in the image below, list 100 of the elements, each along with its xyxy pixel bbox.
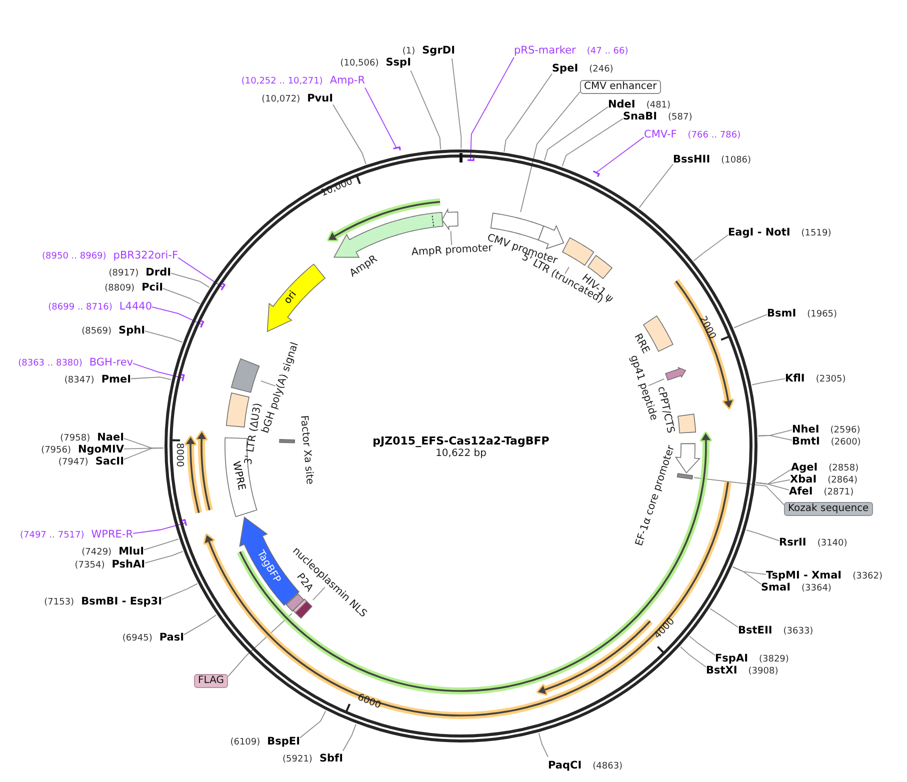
cut-position: (2600) <box>830 438 861 448</box>
primer-name: L4440 <box>119 300 152 312</box>
leader-line <box>162 583 198 600</box>
leader-line <box>152 306 202 326</box>
enzyme-name: EagI - NotI <box>728 226 790 238</box>
enzyme-name: FspAI <box>715 652 748 664</box>
scale-label: 2000 <box>696 314 718 342</box>
leader-line <box>300 710 326 738</box>
enzyme-name: PasI <box>159 632 184 644</box>
leader-line <box>694 477 784 506</box>
plasmid-size: 10,622 bp <box>436 448 486 460</box>
enzyme-name: PmeI <box>101 374 131 386</box>
primer-name: pRS-marker <box>514 44 576 56</box>
feature-box <box>676 413 697 435</box>
enzyme-name: SgrDI <box>422 44 455 56</box>
enzyme-name: AgeI <box>791 462 818 474</box>
cut-position: (7429) <box>82 548 112 558</box>
enzyme-name: BstEII <box>738 624 772 636</box>
cut-position: (2305) <box>816 374 846 384</box>
cut-position: (587) <box>668 112 692 122</box>
leader-line <box>452 58 462 149</box>
cut-position: (6945) <box>122 634 152 644</box>
leader-line <box>228 612 292 677</box>
enzyme-name: TspMI - XmaI <box>766 570 842 582</box>
leader-line <box>364 87 397 148</box>
enzyme-name: XbaI <box>790 474 817 486</box>
enzyme-name: BmtI <box>792 436 820 448</box>
feature-block <box>664 366 687 382</box>
enzyme-name: RsrII <box>779 536 806 548</box>
cut-position: (2858) <box>828 464 859 474</box>
leader-line <box>756 482 790 490</box>
feature-tag: FLAG <box>194 674 228 688</box>
feature-tag: CMV enhancer <box>580 80 661 94</box>
leader-line <box>758 435 792 441</box>
cut-position: (1086) <box>721 156 752 166</box>
enzyme-name: SnaBI <box>623 110 658 122</box>
cut-position: (8917) <box>108 268 139 278</box>
leader-line <box>470 56 514 161</box>
cut-position: (7153) <box>44 598 74 608</box>
feature-bar <box>676 472 694 481</box>
leader-line <box>144 330 183 343</box>
cut-position: (10,506) <box>340 58 379 68</box>
leader-line <box>184 614 217 636</box>
enzyme-name: PvuI <box>307 92 333 104</box>
enzyme-name: BsmBI - Esp3I <box>81 596 162 608</box>
leader-line <box>124 438 164 449</box>
leader-line <box>260 380 276 386</box>
primer-position: (8363 .. 8380) <box>18 358 82 368</box>
leader-line <box>648 378 664 386</box>
cut-position: (7956) <box>41 446 71 456</box>
cut-position: (8347) <box>64 376 94 386</box>
enzyme-name: BspEI <box>267 736 300 748</box>
leader-line <box>504 73 552 152</box>
leader-line <box>689 636 716 656</box>
feature-label: RRE <box>630 332 652 356</box>
cut-position: (2864) <box>828 476 858 486</box>
enzyme-name: BstXI <box>706 664 738 676</box>
primer-name: pBR322ori-F <box>113 250 178 262</box>
leader-line <box>144 538 179 550</box>
feature-bar <box>278 438 296 444</box>
cut-position: (8569) <box>82 326 112 336</box>
leader-line <box>596 136 644 174</box>
feature-block <box>266 263 327 333</box>
primer-name: CMV-F <box>644 128 677 140</box>
primer-position: (7497 .. 7517) <box>20 530 84 540</box>
primer-position: (47 .. 66) <box>586 46 628 56</box>
cut-position: (7947) <box>58 458 88 468</box>
enzyme-name: SphI <box>118 324 145 336</box>
feature-tag: Kozak sequence <box>784 502 873 516</box>
cut-position: (1) <box>402 46 416 56</box>
leader-line <box>562 118 624 167</box>
cut-position: (7354) <box>74 560 105 570</box>
enzyme-name: PaqCI <box>548 760 582 772</box>
enzyme-name: MluI <box>118 546 144 558</box>
cut-position: (246) <box>589 64 614 74</box>
enzyme-name: PshAI <box>112 558 145 570</box>
cut-position: (10,072) <box>262 94 300 104</box>
leader-line <box>170 272 210 288</box>
feature-label: cPPT/CTS <box>655 386 676 434</box>
cut-position: (3362) <box>852 572 883 582</box>
enzyme-name: KflI <box>785 372 805 384</box>
feature-label: AmpR promoter <box>411 242 493 260</box>
leader-line <box>450 230 452 246</box>
feature-box <box>561 236 595 267</box>
plasmid-name: pJZ015_EFS-Cas12a2-TagBFP <box>372 434 550 448</box>
cut-position: (7958) <box>60 434 90 444</box>
leader-line <box>178 257 224 288</box>
enzyme-name: NheI <box>792 424 820 436</box>
primer-position: (10,252 .. 10,271) <box>241 76 323 86</box>
leader-line <box>680 646 706 668</box>
cut-position: (8809) <box>104 284 135 294</box>
leader-line <box>144 551 184 564</box>
cut-position: (4863) <box>592 762 623 772</box>
enzyme-name: PciI <box>142 282 163 294</box>
leader-line <box>130 376 172 380</box>
cut-position: (3908) <box>748 666 778 676</box>
enzyme-name: NdeI <box>608 98 636 110</box>
leader-line <box>342 724 356 752</box>
enzyme-name: BssHII <box>673 154 710 166</box>
enzyme-name: SacII <box>95 456 124 468</box>
